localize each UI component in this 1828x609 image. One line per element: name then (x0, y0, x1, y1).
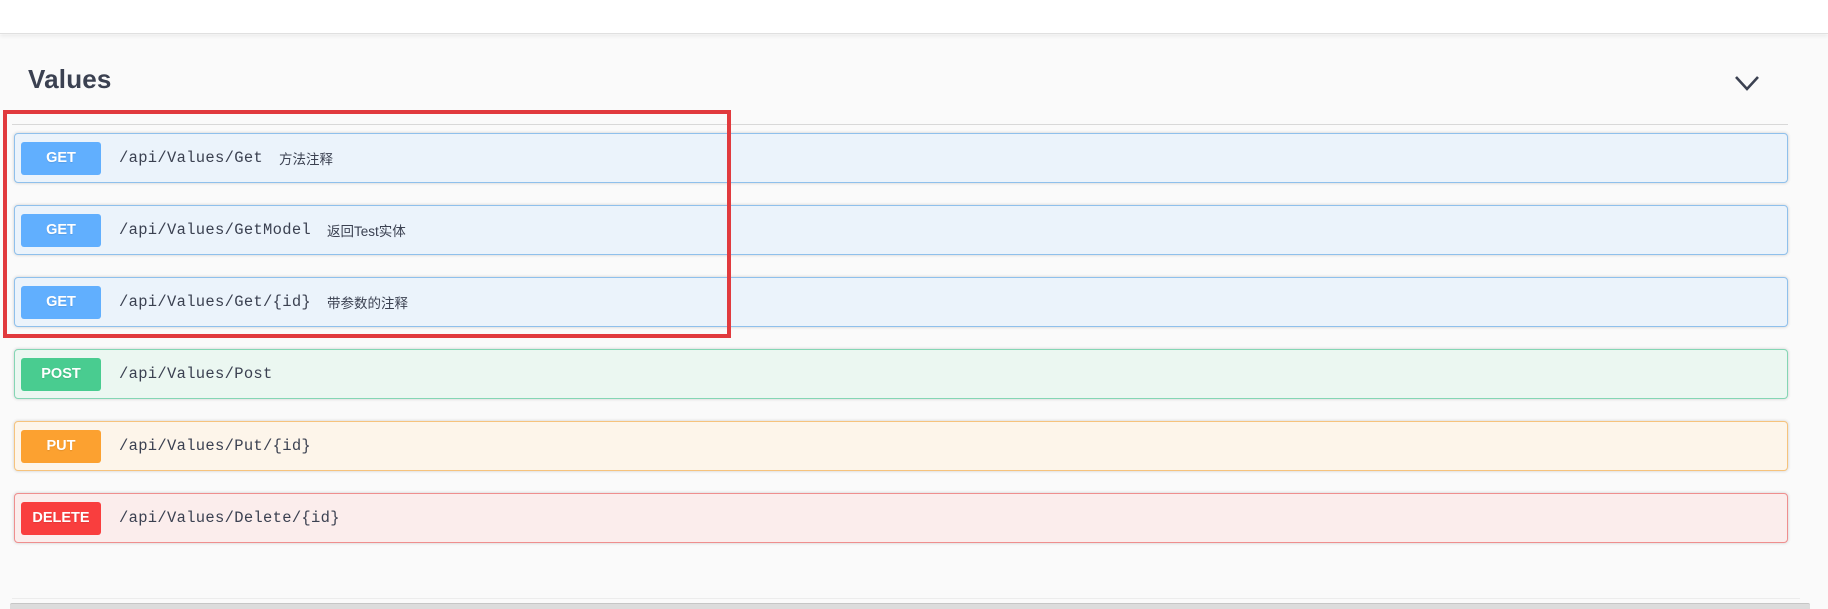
section-header-divider (12, 124, 1788, 125)
http-method-badge: PUT (21, 429, 101, 463)
http-method-badge: GET (21, 213, 101, 247)
section-header-values[interactable]: Values (0, 58, 1828, 104)
http-method-badge: POST (21, 357, 101, 391)
endpoint-row-post[interactable]: POST /api/Values/Post (14, 349, 1788, 399)
endpoint-path: /api/Values/GetModel (119, 221, 312, 239)
endpoint-row-get[interactable]: GET /api/Values/Get 方法注释 (14, 133, 1788, 183)
endpoint-row-delete[interactable]: DELETE /api/Values/Delete/{id} (14, 493, 1788, 543)
next-section-edge (10, 603, 1810, 609)
section-title: Values (28, 64, 112, 94)
chevron-down-icon[interactable] (1732, 74, 1762, 94)
endpoint-list: GET /api/Values/Get 方法注释 GET /api/Values… (14, 133, 1788, 565)
endpoint-row-put[interactable]: PUT /api/Values/Put/{id} (14, 421, 1788, 471)
endpoint-path: /api/Values/Get/{id} (119, 293, 312, 311)
bottom-divider (12, 598, 1800, 599)
endpoint-row-get-id[interactable]: GET /api/Values/Get/{id} 带参数的注释 (14, 277, 1788, 327)
endpoint-description: 返回Test实体 (327, 224, 406, 239)
endpoint-path: /api/Values/Post (119, 365, 273, 383)
endpoint-description: 带参数的注释 (327, 296, 409, 311)
endpoint-description: 方法注释 (279, 152, 334, 167)
endpoint-path: /api/Values/Get (119, 149, 264, 167)
endpoint-path: /api/Values/Put/{id} (119, 437, 312, 455)
top-divider (0, 0, 1828, 34)
endpoint-path: /api/Values/Delete/{id} (119, 509, 340, 527)
endpoint-row-getmodel[interactable]: GET /api/Values/GetModel 返回Test实体 (14, 205, 1788, 255)
http-method-badge: DELETE (21, 501, 101, 535)
http-method-badge: GET (21, 285, 101, 319)
http-method-badge: GET (21, 141, 101, 175)
